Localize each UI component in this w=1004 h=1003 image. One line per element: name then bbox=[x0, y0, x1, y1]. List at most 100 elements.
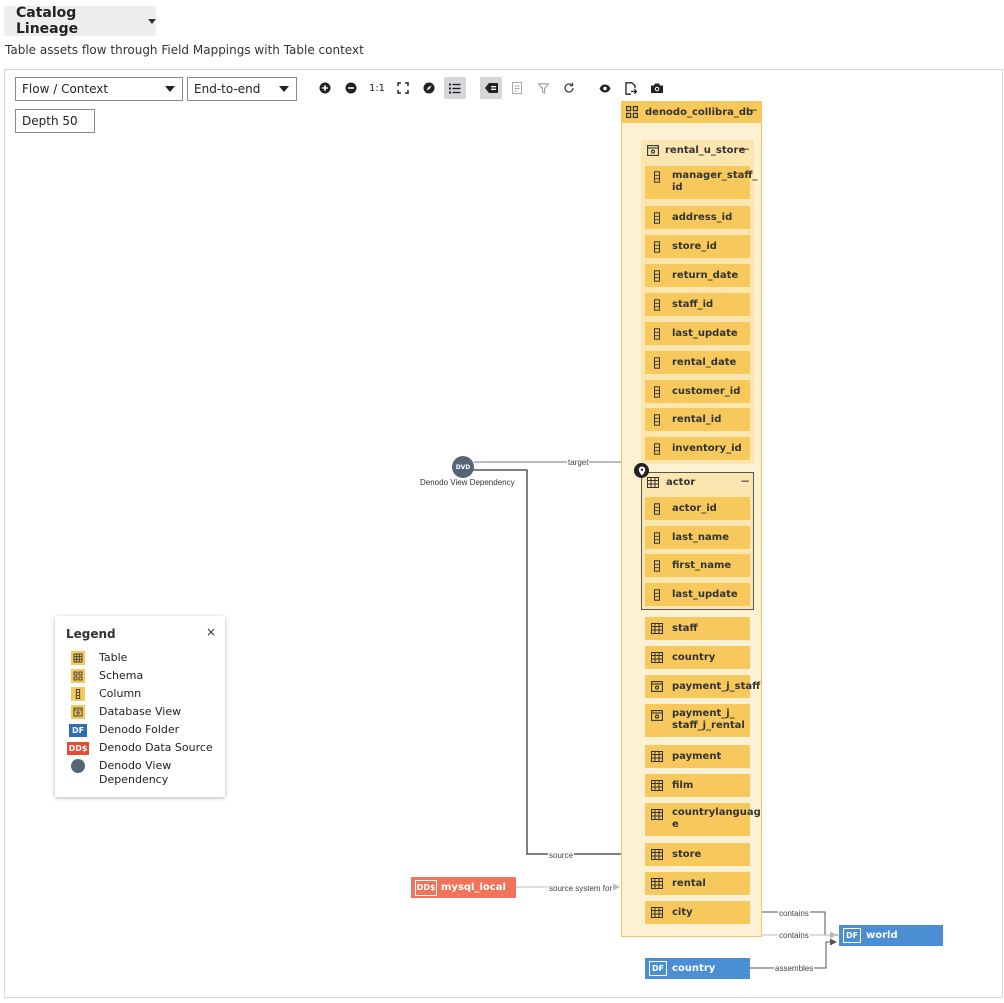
column-node[interactable]: return_date bbox=[645, 264, 750, 287]
schema-name: denodo_collibra_db bbox=[645, 106, 754, 118]
folder-name: country bbox=[672, 963, 716, 974]
document-icon[interactable] bbox=[506, 77, 528, 99]
column-icon bbox=[651, 531, 663, 544]
legend-label: Column bbox=[99, 687, 142, 700]
legend-item-table: Table bbox=[67, 651, 127, 665]
folder-badge: DF bbox=[843, 928, 861, 943]
table-node[interactable]: countrylanguag e bbox=[645, 803, 761, 836]
node-label: rental_date bbox=[672, 356, 737, 368]
column-node[interactable]: actor_id bbox=[645, 497, 750, 520]
column-node[interactable]: first_name bbox=[645, 554, 750, 577]
legend-item-schema: Schema bbox=[67, 669, 143, 683]
node-label: payment_j_staff bbox=[672, 680, 761, 692]
filter-icon[interactable] bbox=[532, 77, 554, 99]
view-select-value: Flow / Context bbox=[22, 82, 109, 96]
node-label: last_update bbox=[672, 588, 738, 600]
eye-icon[interactable] bbox=[594, 77, 616, 99]
database-view-icon bbox=[67, 705, 89, 719]
refresh-icon[interactable] bbox=[558, 77, 580, 99]
schema-icon bbox=[67, 669, 89, 683]
column-icon bbox=[651, 240, 663, 253]
compass-icon[interactable] bbox=[418, 77, 440, 99]
datasource-name: mysql_local bbox=[441, 882, 506, 893]
direction-select[interactable]: End-to-end bbox=[187, 77, 297, 101]
column-icon bbox=[651, 559, 663, 572]
column-icon bbox=[651, 385, 663, 398]
table-node[interactable]: country bbox=[645, 646, 750, 669]
view-node[interactable]: payment_j_staff bbox=[645, 675, 760, 698]
folder-badge: DF bbox=[69, 723, 87, 737]
folder-badge-icon: DF bbox=[67, 723, 89, 737]
fit-icon[interactable] bbox=[392, 77, 414, 99]
column-node[interactable]: last_name bbox=[645, 526, 750, 549]
actor-name: actor bbox=[666, 476, 696, 488]
lineage-canvas[interactable] bbox=[4, 69, 1003, 998]
lineage-title-dropdown[interactable]: Catalog Lineage bbox=[4, 5, 156, 37]
column-node[interactable]: rental_date bbox=[645, 351, 750, 374]
direction-select-value: End-to-end bbox=[194, 82, 261, 96]
export-icon[interactable] bbox=[620, 77, 642, 99]
folder-node-country[interactable]: DF country bbox=[645, 958, 750, 979]
tag-icon[interactable] bbox=[480, 77, 502, 99]
depth-input[interactable]: Depth 50 bbox=[15, 109, 95, 133]
collapse-view-button[interactable]: − bbox=[740, 142, 751, 156]
collapse-schema-button[interactable]: − bbox=[748, 103, 759, 117]
legend-panel: Legend × Table Schema Column Database Vi… bbox=[55, 616, 225, 797]
zoom-in-icon[interactable] bbox=[314, 77, 336, 99]
node-label: store_id bbox=[672, 240, 717, 252]
view-header: rental_u_store bbox=[647, 140, 745, 160]
view-name: rental_u_store bbox=[665, 144, 746, 156]
legend-close-button[interactable]: × bbox=[205, 625, 216, 639]
folder-badge: DF bbox=[649, 961, 667, 976]
edge-label-assembles: assembles bbox=[774, 964, 815, 973]
view-select[interactable]: Flow / Context bbox=[15, 77, 183, 101]
select-arrow-icon bbox=[279, 86, 289, 92]
table-icon bbox=[651, 808, 663, 820]
table-node[interactable]: film bbox=[645, 774, 750, 797]
dependency-node[interactable]: DVD bbox=[452, 456, 474, 478]
column-node[interactable]: last_update bbox=[645, 583, 750, 606]
column-node[interactable]: customer_id bbox=[645, 380, 750, 403]
zoom-out-icon[interactable] bbox=[340, 77, 362, 99]
table-node[interactable]: store bbox=[645, 843, 750, 866]
legend-item-denodo-view-dependency: Denodo View Dependency bbox=[67, 759, 171, 787]
depth-value: Depth 50 bbox=[22, 114, 78, 128]
schema-header[interactable] bbox=[621, 101, 762, 123]
view-node[interactable]: payment_j_ staff_j_rental bbox=[645, 704, 750, 737]
column-node[interactable]: inventory_id bbox=[645, 437, 750, 460]
node-label: rental bbox=[672, 877, 706, 889]
node-label: last_update bbox=[672, 327, 738, 339]
node-label: last_name bbox=[672, 531, 729, 543]
table-node[interactable]: city bbox=[645, 901, 750, 924]
column-node[interactable]: last_update bbox=[645, 322, 750, 345]
list-icon[interactable] bbox=[444, 77, 466, 99]
column-icon bbox=[651, 588, 663, 601]
table-icon bbox=[651, 623, 663, 635]
column-icon bbox=[651, 298, 663, 311]
caret-down-icon bbox=[148, 18, 156, 24]
collapse-actor-button[interactable]: − bbox=[740, 474, 751, 488]
zoom-reset-button[interactable]: 1:1 bbox=[368, 82, 386, 94]
table-node[interactable]: payment bbox=[645, 745, 750, 768]
node-label: customer_id bbox=[672, 385, 741, 397]
node-label: inventory_id bbox=[672, 442, 742, 454]
table-node[interactable]: rental bbox=[645, 872, 750, 895]
camera-icon[interactable] bbox=[646, 77, 668, 99]
datasource-badge: DD$ bbox=[67, 741, 89, 755]
column-node[interactable]: manager_staff_ id bbox=[645, 166, 758, 199]
column-node[interactable]: rental_id bbox=[645, 408, 750, 431]
column-node[interactable]: store_id bbox=[645, 235, 750, 258]
table-node[interactable]: staff bbox=[645, 617, 750, 640]
datasource-badge-icon: DD$ bbox=[67, 741, 89, 755]
column-icon bbox=[67, 687, 89, 701]
folder-node-world[interactable]: DF world bbox=[839, 925, 943, 946]
node-label: staff bbox=[672, 622, 698, 634]
legend-item-denodo-folder: DF Denodo Folder bbox=[67, 723, 179, 737]
table-icon bbox=[647, 476, 659, 488]
folder-name: world bbox=[866, 930, 898, 941]
column-node[interactable]: address_id bbox=[645, 206, 750, 229]
select-arrow-icon bbox=[165, 86, 175, 92]
datasource-node-mysql-local[interactable]: DD$ mysql_local bbox=[411, 877, 516, 898]
column-node[interactable]: staff_id bbox=[645, 293, 750, 316]
legend-label: Schema bbox=[99, 669, 144, 682]
